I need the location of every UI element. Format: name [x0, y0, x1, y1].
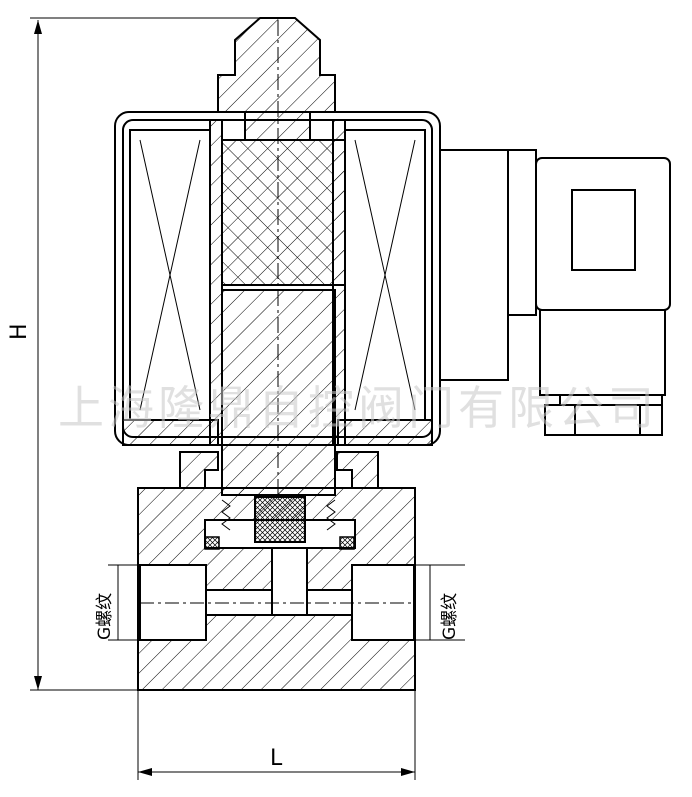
electrical-connector	[439, 149, 671, 436]
height-dimension: H	[7, 17, 275, 691]
o-ring-left	[204, 536, 220, 550]
o-ring-right	[339, 536, 355, 550]
thread-dimension-left: G螺纹	[95, 564, 140, 641]
thread-label-left: G螺纹	[95, 593, 115, 640]
height-label: H	[7, 323, 32, 340]
plunger	[179, 289, 379, 550]
company-watermark: 上海隆鼎自控阀门有限公司	[58, 381, 658, 435]
thread-dimension-right: G螺纹	[414, 564, 465, 641]
thread-label-right: G螺纹	[440, 593, 460, 640]
length-label: L	[270, 746, 283, 771]
seal-pad	[254, 496, 306, 543]
length-dimension: L	[137, 690, 416, 780]
